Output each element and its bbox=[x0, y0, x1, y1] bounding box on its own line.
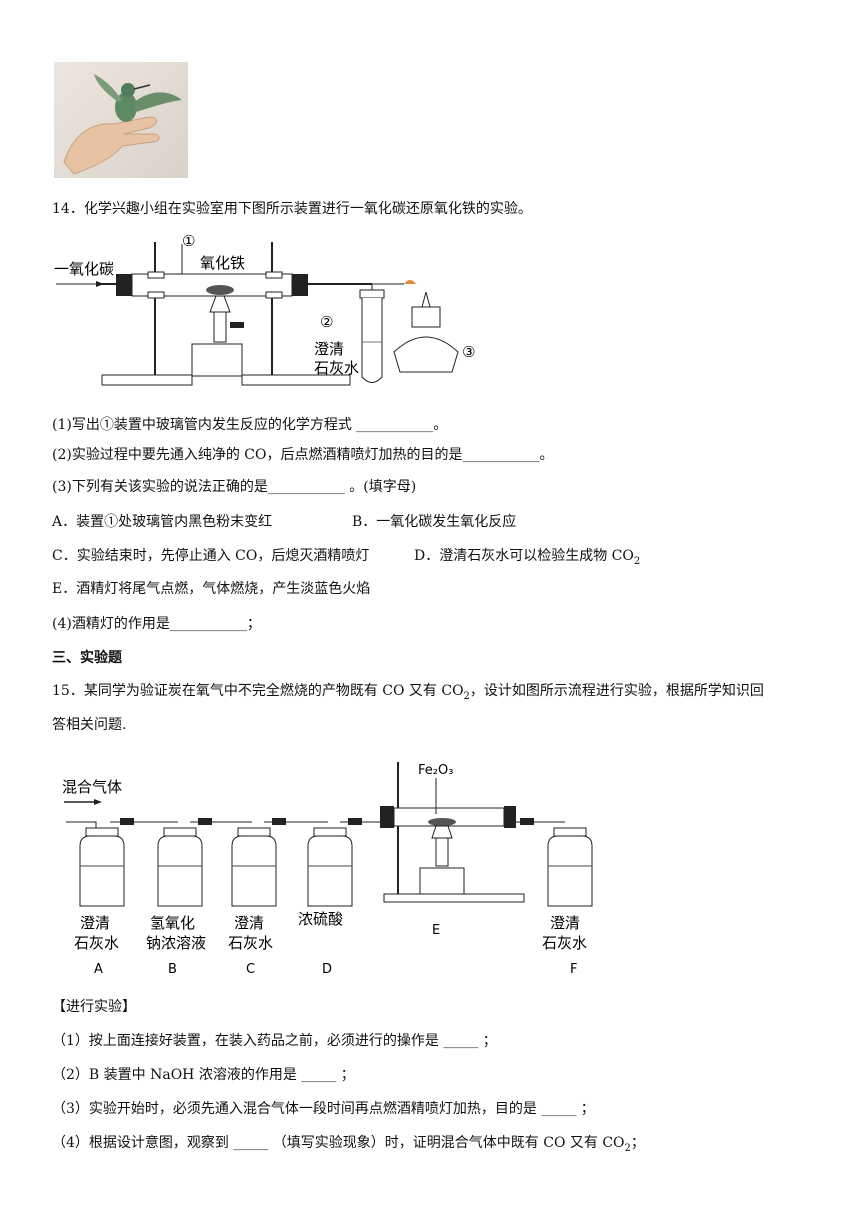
q15-stem-line-1: 15．某同学为验证炭在氧气中不完全燃烧的产物既有 CO 又有 CO2，设计如图所… bbox=[52, 683, 764, 702]
q14-option-c: C．实验结束时，先停止通入 CO，后熄灭酒精喷灯 bbox=[52, 548, 370, 564]
hummingbird-photo bbox=[54, 62, 188, 178]
section-title: 三、实验题 bbox=[52, 650, 122, 666]
q14-label-3: ③ bbox=[462, 343, 475, 361]
q14-part-3: (3)下列有关该实验的说法正确的是___________ 。(填字母) bbox=[52, 479, 417, 495]
q15-letter-d: D bbox=[322, 962, 332, 977]
q15-label-a-1: 澄清 bbox=[80, 914, 110, 932]
q15-letter-a: A bbox=[94, 962, 103, 977]
q14-label-fe2o3: 氧化铁 bbox=[200, 254, 245, 272]
q15-fe2o3-label: Fe₂O₃ bbox=[418, 763, 453, 778]
q15-label-d-1: 浓硫酸 bbox=[298, 910, 343, 928]
q15-step-4: （4）根据设计意图，观察到 _____ （填写实验现象）时，证明混合气体中既有 … bbox=[52, 1135, 645, 1154]
bottle-b bbox=[157, 827, 203, 907]
q14-apparatus-diagram: 一氧化碳 ① 氧化铁 ② 澄清 石灰水 ③ bbox=[54, 232, 475, 386]
q15-label-c-2: 石灰水 bbox=[228, 934, 273, 952]
q15-label-a-2: 石灰水 bbox=[74, 934, 119, 952]
q14-label-2: ② bbox=[320, 313, 333, 331]
bottle-d bbox=[307, 827, 353, 907]
q15-label-b-1: 氢氧化 bbox=[150, 914, 195, 932]
q15-label-c-1: 澄清 bbox=[234, 914, 264, 932]
q15-label-f-2: 石灰水 bbox=[542, 934, 587, 952]
q14-gas-label: 一氧化碳 bbox=[54, 260, 114, 278]
hand-bird-illustration bbox=[63, 74, 182, 175]
q14-option-a: A．装置①处玻璃管内黑色粉末变红 bbox=[52, 514, 273, 530]
q15-label-f-1: 澄清 bbox=[550, 914, 580, 932]
q15-gas-label: 混合气体 bbox=[62, 778, 122, 796]
q14-option-d: D．澄清石灰水可以检验生成物 CO2 bbox=[414, 548, 641, 567]
bottle-f bbox=[547, 827, 593, 907]
q15-letter-b: B bbox=[168, 962, 177, 977]
q14-option-e: E．酒精灯将尾气点燃，气体燃烧，产生淡蓝色火焰 bbox=[52, 581, 371, 597]
q15-step-3: （3）实验开始时，必须先通入混合气体一段时间再点燃酒精喷灯加热，目的是 ____… bbox=[52, 1101, 595, 1117]
q14-part-4: (4)酒精灯的作用是___________； bbox=[52, 616, 261, 632]
q14-option-b: B．一氧化碳发生氧化反应 bbox=[352, 514, 517, 530]
q15-step-1: （1）按上面连接好装置，在装入药品之前，必须进行的操作是 _____ ； bbox=[52, 1033, 497, 1049]
q14-label-1: ① bbox=[182, 232, 195, 250]
q15-stem-line-2: 答相关问题. bbox=[52, 717, 127, 733]
q14-part-1: (1)写出①装置中玻璃管内发生反应的化学方程式 ___________。 bbox=[52, 417, 448, 433]
apparatus-e bbox=[380, 762, 525, 903]
q15-label-e: E bbox=[432, 923, 440, 938]
q15-letter-f: F bbox=[570, 962, 577, 977]
q15-letter-c: C bbox=[246, 962, 255, 977]
bottle-c bbox=[231, 827, 277, 907]
q14-stem: 14．化学兴趣小组在实验室用下图所示装置进行一氧化碳还原氧化铁的实验。 bbox=[52, 201, 532, 217]
q14-lime-label-1: 澄清 bbox=[314, 340, 344, 358]
q15-heading: 【进行实验】 bbox=[52, 999, 136, 1015]
q15-step-2: （2）B 装置中 NaOH 浓溶液的作用是 _____ ； bbox=[52, 1067, 355, 1083]
q14-lime-label-2: 石灰水 bbox=[314, 359, 359, 377]
q15-label-b-2: 钠浓溶液 bbox=[146, 934, 206, 952]
q14-part-2: (2)实验过程中要先通入纯净的 CO，后点燃酒精喷灯加热的目的是________… bbox=[52, 447, 554, 463]
bottle-a bbox=[79, 827, 125, 907]
q15-apparatus-diagram: 混合气体 Fe₂O bbox=[62, 762, 593, 977]
